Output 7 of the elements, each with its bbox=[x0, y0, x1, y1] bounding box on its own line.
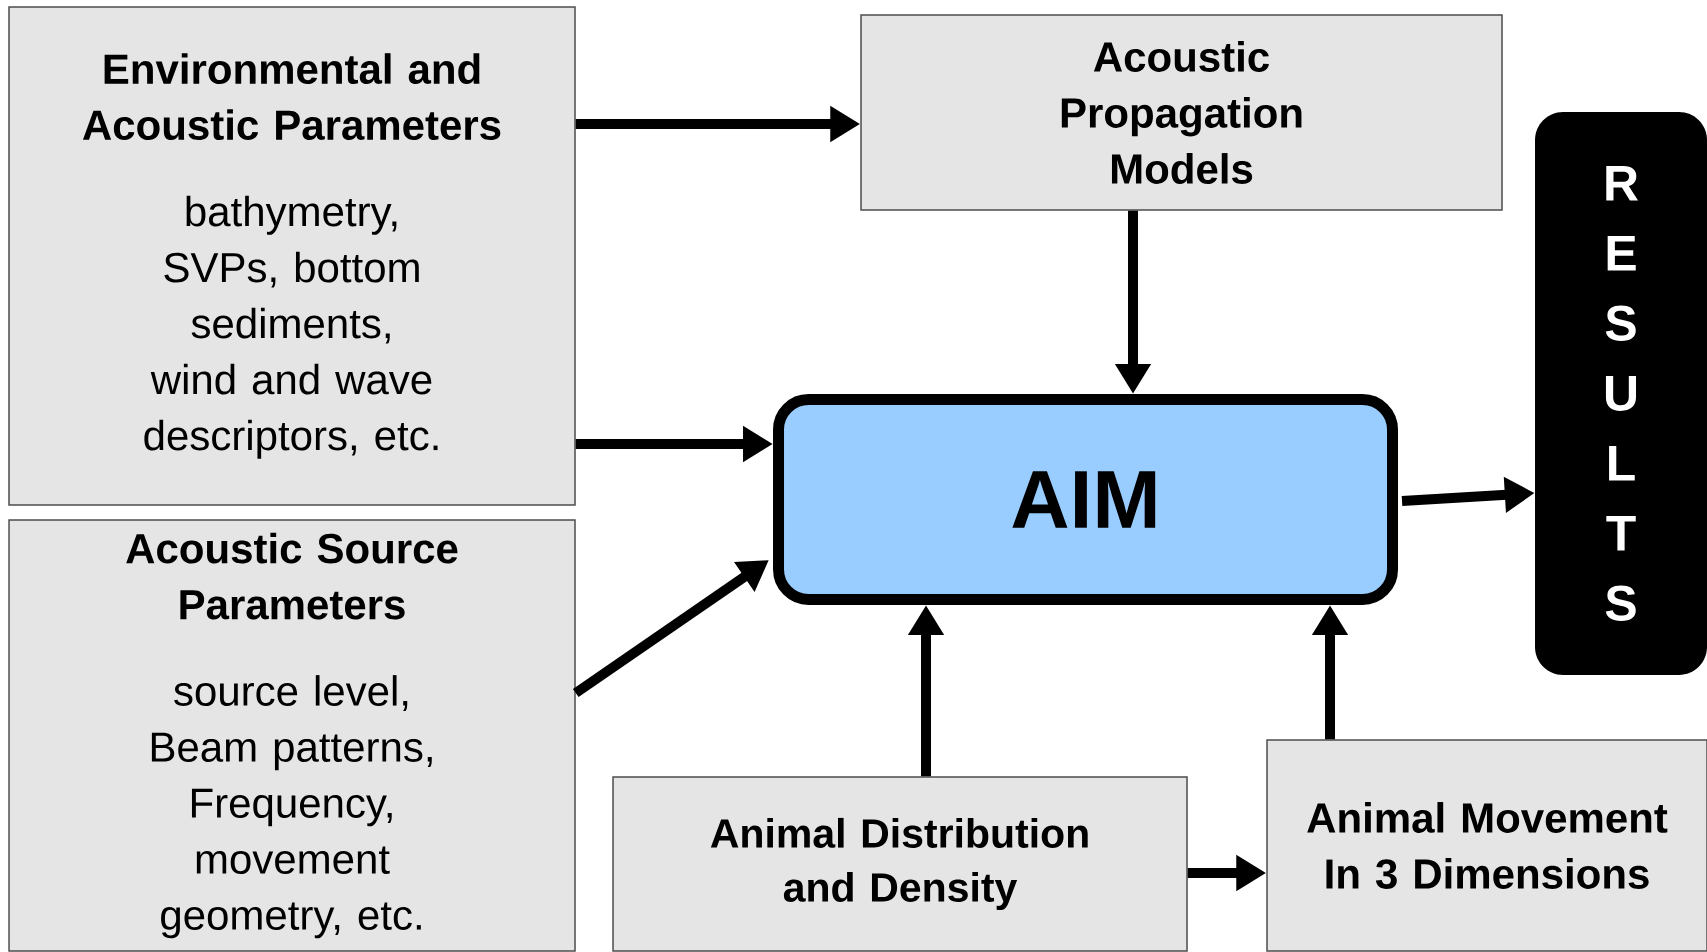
process-box: Acoustic Propagation Models bbox=[860, 14, 1503, 211]
process-box: Environmental and Acoustic Parameters bathymetry, SVPs, bottom sediments, wind and wave descriptors, etc. bbox=[8, 6, 576, 506]
vertical-label-box: RESULTS bbox=[1535, 112, 1707, 675]
process-box: Acoustic Source Parameters source level, Beam patterns, Frequency, movement geometry, etc. bbox=[8, 519, 576, 952]
rounded-box: AIM bbox=[773, 394, 1398, 605]
process-box: Animal Distribution and Density bbox=[612, 776, 1188, 952]
process-box: Animal Movement In 3 Dimensions bbox=[1266, 739, 1707, 952]
